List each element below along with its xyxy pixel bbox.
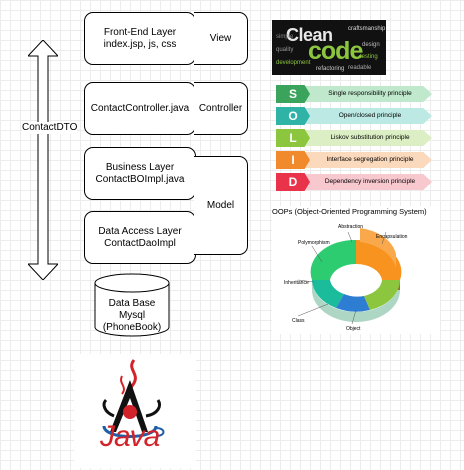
solid-row-s: S Single responsibility principle [272, 84, 432, 104]
java-duke-mascot [102, 359, 165, 438]
database-cylinder [94, 273, 170, 337]
solid-text-s: Single responsibility principle [328, 90, 412, 97]
solid-text-i: Interface segregation principle [326, 156, 414, 163]
solid-row-l: L Liskov substitution principle [272, 128, 432, 148]
small-word-8: simple [276, 34, 294, 40]
controller-tier-label: Controller [198, 102, 243, 114]
solid-text-d: Dependency inversion principle [324, 178, 416, 185]
view-tier-box: View [194, 12, 248, 65]
oops-label-polymorphism: Polymorphism [298, 240, 330, 246]
dataaccess-layer-file: ContactDaoImpl [104, 237, 176, 249]
dataaccess-layer-box: Data Access Layer ContactDaoImpl [84, 211, 196, 264]
ring-base-shadow [312, 280, 400, 322]
database-label: Data Base Mysql (PhoneBook) [94, 298, 170, 334]
business-layer-file: ContactBOImpl.java [95, 173, 185, 185]
solid-letter-d: D [276, 173, 310, 191]
solid-row-i: I Interface segregation principle [272, 150, 432, 170]
controller-layer-box: ContactController.java [84, 82, 196, 135]
solid-letter-o: O [276, 107, 310, 125]
solid-band-o [286, 108, 432, 124]
small-word-3: design [362, 42, 380, 48]
small-word-5: refactoring [316, 66, 345, 72]
database-engine: Mysql [118, 310, 146, 321]
oops-graphic: OOPs (Object-Oriented Programming System… [272, 206, 440, 334]
java-logo-text: Java [100, 420, 160, 453]
solid-band-l [286, 130, 432, 146]
oops-label-encapsulation: Encapsulation [376, 234, 408, 240]
ring-segment-orange-raise [360, 228, 396, 268]
frontend-layer-box: Front-End Layer index.jsp, js, css [84, 12, 196, 65]
oops-label-object: Object [346, 326, 361, 332]
solid-band-d [286, 174, 432, 190]
solid-letter-s: S [276, 85, 310, 103]
database-name: Data Base [108, 298, 156, 309]
oops-label-class: Class [292, 318, 305, 324]
java-cup [102, 425, 158, 438]
frontend-layer-files: index.jsp, js, css [103, 38, 177, 50]
oops-ring-diagram [297, 228, 402, 325]
solid-row-o: O Open/closed principle [272, 106, 432, 126]
oops-label-abstraction: Abstraction [338, 224, 364, 230]
duke-nose [123, 405, 137, 419]
frontend-layer-title: Front-End Layer [103, 26, 177, 38]
controller-tier-box: Controller [194, 82, 248, 135]
double-arrow [28, 40, 58, 280]
solid-letter-l: L [276, 129, 310, 147]
business-layer-title: Business Layer [105, 161, 175, 173]
ring-segment-orange [356, 239, 402, 280]
small-word-2: development [276, 60, 311, 66]
solid-row-d: D Dependency inversion principle [272, 172, 432, 192]
ring-segment-lightgreen [310, 239, 356, 280]
model-tier-box: Model [194, 156, 248, 255]
small-word-1: craftsmanship [348, 26, 386, 32]
clean-code-image: Clean code craftsmanship development des… [272, 20, 386, 75]
dataaccess-layer-title: Data Access Layer [98, 225, 182, 237]
java-logo-image: Java [74, 354, 196, 468]
small-word-7: readable [348, 65, 372, 71]
business-layer-box: Business Layer ContactBOImpl.java [84, 147, 196, 200]
controller-layer-title: ContactController.java [90, 102, 190, 114]
ring-segment-green [364, 280, 400, 310]
solid-text-l: Liskov substitution principle [330, 134, 410, 141]
solid-principles-graphic: S Single responsibility principle O Open… [272, 84, 432, 196]
ring-segment-blue [336, 294, 370, 312]
solid-band-s [286, 86, 432, 102]
database-schema: (PhoneBook) [102, 322, 162, 333]
contactdto-label: ContactDTO [22, 122, 78, 134]
oops-title: OOPs (Object-Oriented Programming System… [272, 207, 427, 216]
model-tier-label: Model [206, 199, 235, 211]
solid-text-o: Open/closed principle [338, 112, 402, 119]
code-word: code [308, 37, 363, 65]
solid-letter-i: I [276, 151, 310, 169]
view-tier-label: View [209, 32, 232, 44]
oops-label-inheritance: Inheritance [284, 280, 309, 286]
small-word-4: quality [276, 47, 294, 53]
small-word-6: testing [360, 54, 378, 60]
clean-word: Clean [286, 25, 333, 45]
ring-segment-teal [312, 280, 344, 308]
solid-band-i [286, 152, 432, 168]
